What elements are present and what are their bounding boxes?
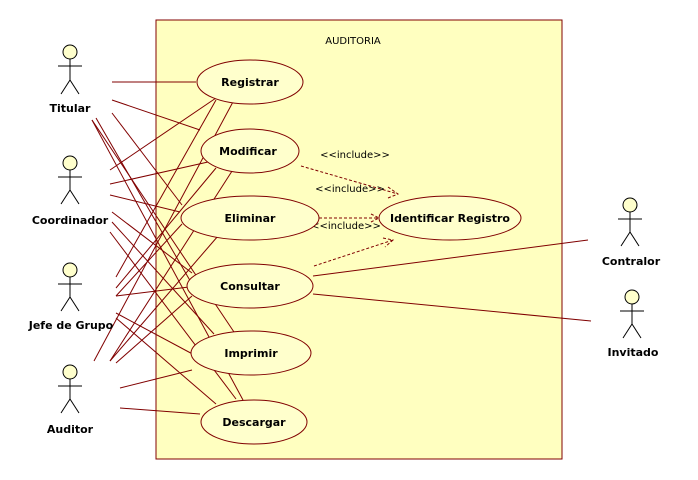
include-dependencies xyxy=(300,165,400,267)
actor-auditor[interactable]: Auditor xyxy=(47,364,94,436)
svg-text:Registrar: Registrar xyxy=(221,76,279,89)
system-title: AUDITORIA xyxy=(325,36,381,47)
actor-contralor[interactable]: Contralor xyxy=(602,197,661,268)
svg-text:Descargar: Descargar xyxy=(222,416,286,429)
include-label: <<include>> xyxy=(311,221,381,232)
use-case-identificar-registro[interactable]: Identificar Registro xyxy=(378,195,522,241)
use-case-consultar[interactable]: Consultar xyxy=(186,263,314,309)
use-case-descargar[interactable]: Descargar xyxy=(200,399,308,445)
use-case-eliminar[interactable]: Eliminar xyxy=(180,195,320,241)
actor-titular[interactable]: Titular xyxy=(50,44,92,115)
svg-text:Identificar Registro: Identificar Registro xyxy=(390,212,510,225)
svg-text:Invitado: Invitado xyxy=(608,346,659,359)
use-case-imprimir[interactable]: Imprimir xyxy=(190,330,312,376)
svg-text:Jefe de Grupo: Jefe de Grupo xyxy=(28,319,114,332)
svg-text:Consultar: Consultar xyxy=(220,280,280,293)
use-case-registrar[interactable]: Registrar xyxy=(196,59,304,105)
include-label: <<include>> xyxy=(315,184,385,195)
actor-jefe-de-grupo[interactable]: Jefe de Grupo xyxy=(28,262,114,332)
actor-invitado[interactable]: Invitado xyxy=(608,289,659,359)
svg-text:Auditor: Auditor xyxy=(47,423,94,436)
svg-text:Eliminar: Eliminar xyxy=(225,212,277,225)
actor-coordinador[interactable]: Coordinador xyxy=(32,155,109,227)
svg-text:Contralor: Contralor xyxy=(602,255,661,268)
include-label: <<include>> xyxy=(320,150,390,161)
use-case-modificar[interactable]: Modificar xyxy=(200,128,300,174)
svg-text:Titular: Titular xyxy=(50,102,92,115)
svg-text:Modificar: Modificar xyxy=(219,145,277,158)
svg-text:Imprimir: Imprimir xyxy=(224,347,278,360)
svg-text:Coordinador: Coordinador xyxy=(32,214,109,227)
